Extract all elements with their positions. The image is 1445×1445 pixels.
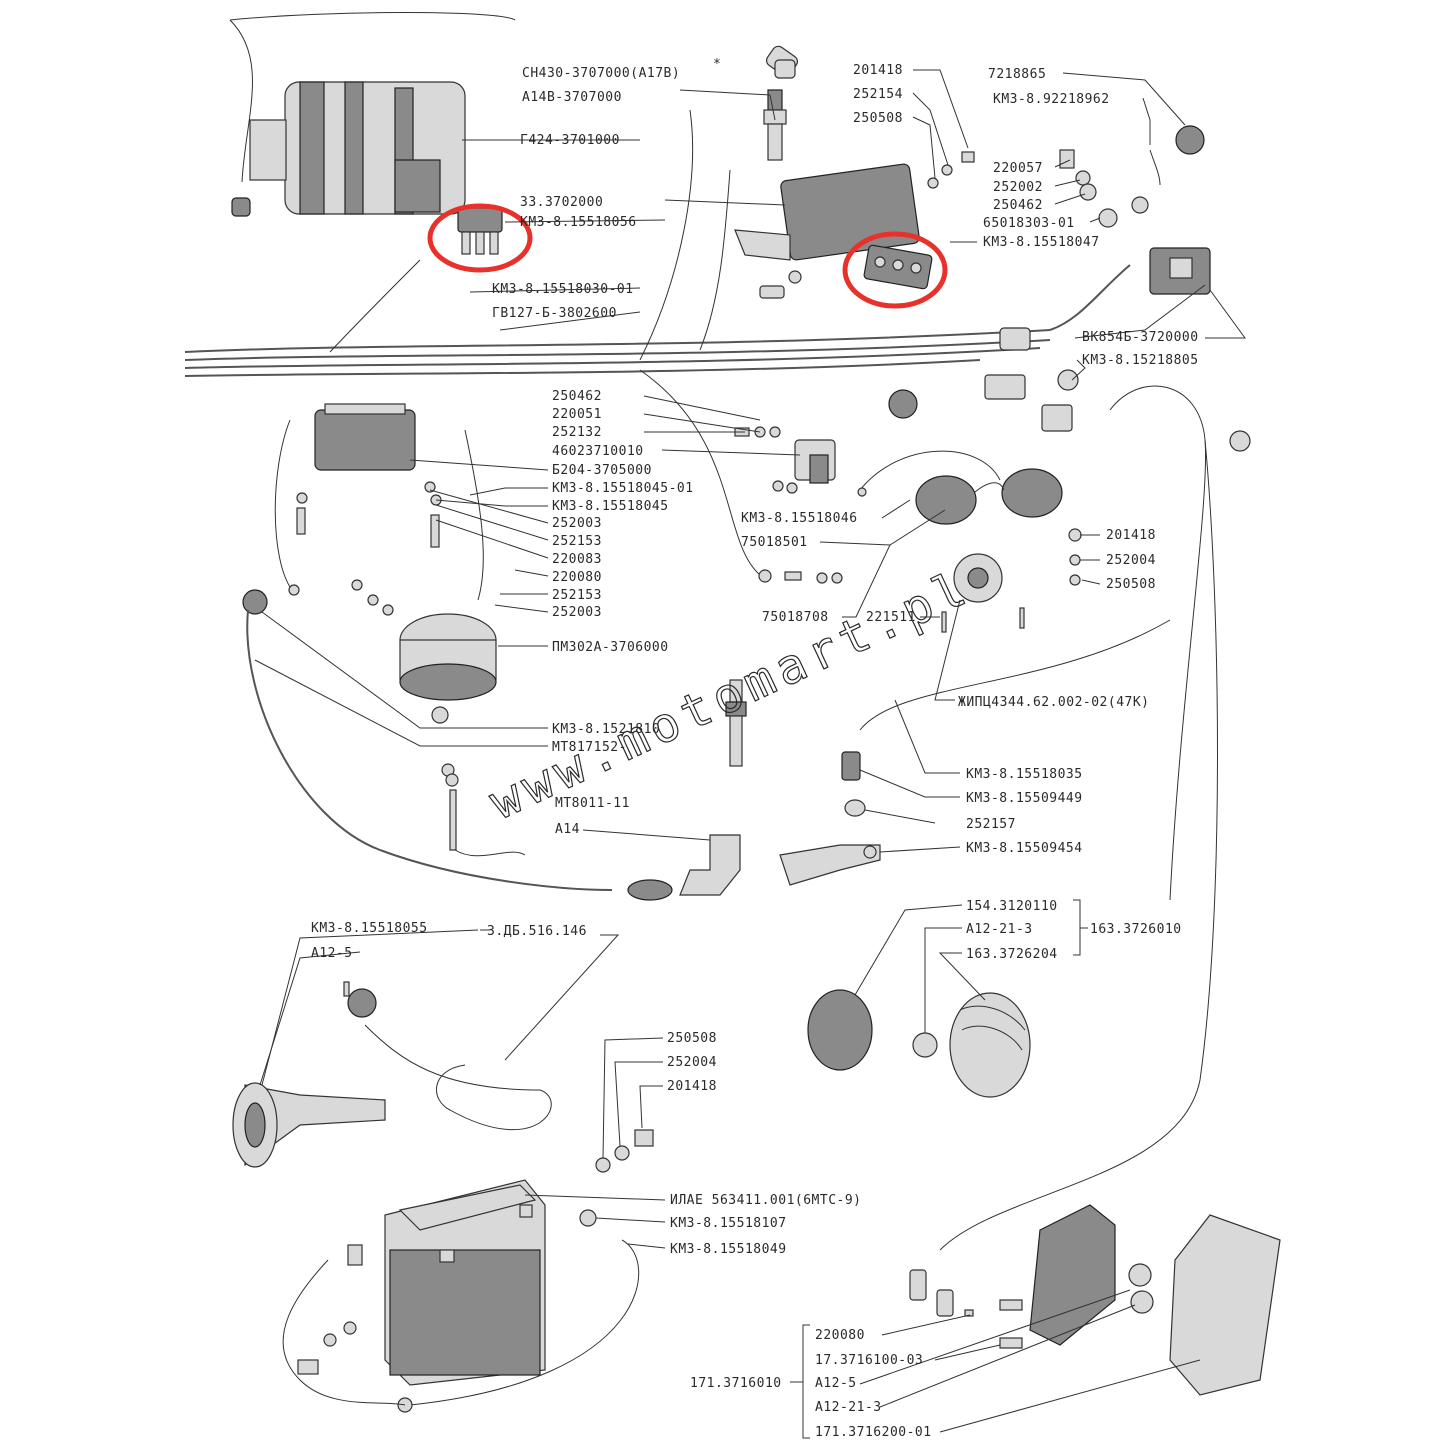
leader-lines	[254, 69, 1246, 1439]
label-pm302: ПМ302А-3706000	[552, 640, 669, 655]
label-mt817152: МТ817152-	[552, 740, 627, 755]
label-221511: 221511	[866, 610, 916, 625]
label-kmz-15509449: КМЗ-8.15509449	[966, 791, 1083, 806]
tail-light-part	[909, 1204, 1281, 1396]
label-163-3726204: 163.3726204	[966, 947, 1058, 962]
label-kmz-15518055: КМЗ-8.15518055	[311, 921, 428, 936]
label-7218865: 7218865	[988, 67, 1046, 82]
label-201418-top: 201418	[853, 63, 903, 78]
label-250508-mid: 250508	[1106, 577, 1156, 592]
label-mt8011: МТ8011-11	[555, 796, 630, 811]
label-252153-b: 252153	[552, 588, 602, 603]
label-a14: А14	[555, 822, 580, 837]
label-250462-mid: 250462	[552, 389, 602, 404]
label-252003-b: 252003	[552, 605, 602, 620]
label-75018501: 75018501	[741, 535, 808, 550]
label-a14v: А14В-3707000	[522, 90, 622, 105]
label-252132: 252132	[552, 425, 602, 440]
label-33-3702000: 33.3702000	[520, 195, 603, 210]
label-ilae: ИЛАЕ 563411.001(6МТС-9)	[670, 1193, 862, 1208]
breaker-points-part	[351, 579, 497, 724]
hardware-cluster-battery	[595, 1129, 654, 1173]
label-252153-a: 252153	[552, 534, 602, 549]
label-a12-5-b: А12-5	[815, 1376, 857, 1391]
label-g424: Г424-3701000	[520, 133, 620, 148]
ht-lead-part	[242, 589, 613, 891]
label-kmz-15518047: КМЗ-8.15518047	[983, 235, 1100, 250]
label-sn430: СН430-3707000(А17В)	[522, 66, 680, 81]
mt8011-lead-part	[441, 763, 526, 857]
label-250462-top: 250462	[993, 198, 1043, 213]
turn-signal-part	[807, 989, 1031, 1098]
label-252004-mid: 252004	[1106, 553, 1156, 568]
label-kmz-15509454: КМЗ-8.15509454	[966, 841, 1083, 856]
harness-plugs-right	[888, 327, 1251, 1251]
label-kmz-15518056: КМЗ-8.15518056	[520, 215, 637, 230]
socket-part	[859, 528, 1171, 731]
label-252003-a: 252003	[552, 516, 602, 531]
label-b204: Б204-3705000	[552, 463, 652, 478]
label-3db-516-146: 3.ДБ.516.146	[487, 924, 587, 939]
label-154-3120110: 154.3120110	[966, 899, 1058, 914]
hardware-cluster-top-right	[927, 125, 1211, 295]
label-a12-5-a: А12-5	[311, 946, 353, 961]
connector-kmz-15518056	[427, 203, 533, 273]
battery-part	[282, 1179, 640, 1413]
label-gv127: ГВ127-Б-3802600	[492, 306, 617, 321]
label-kmz-92218962: КМЗ-8.92218962	[993, 92, 1110, 107]
highlight-circle-right	[842, 231, 948, 309]
label-a12-21-3-b: А12-21-3	[815, 1400, 882, 1415]
main-wiring-harness	[184, 12, 1131, 576]
label-a12-21-3-a: А12-21-3	[966, 922, 1033, 937]
label-75018708: 75018708	[762, 610, 829, 625]
label-kmz-15518045: КМЗ-8.15518045	[552, 499, 669, 514]
label-201418-mid: 201418	[1106, 528, 1156, 543]
label-220080-a: 220080	[552, 570, 602, 585]
label-252004-low: 252004	[667, 1055, 717, 1070]
switch-part	[734, 426, 836, 494]
label-kmz-15518046: КМЗ-8.15518046	[741, 511, 858, 526]
label-252154: 252154	[853, 87, 903, 102]
label-220083: 220083	[552, 552, 602, 567]
label-kmz-15518107: КМЗ-8.15518107	[670, 1216, 787, 1231]
label-kmz-15218805: КМЗ-8.15218805	[1082, 353, 1199, 368]
label-46023710010: 46023710010	[552, 444, 644, 459]
label-250508-top: 250508	[853, 111, 903, 126]
label-250508-low: 250508	[667, 1031, 717, 1046]
label-171-3716010: 171.3716010	[690, 1376, 782, 1391]
label-220051: 220051	[552, 407, 602, 422]
label-65018303: 65018303-01	[983, 216, 1075, 231]
label-zhipts: ЖИПЦ4344.62.002-02(47К)	[958, 695, 1150, 710]
label-kmz-15518030: КМЗ-8.15518030-01	[492, 282, 634, 297]
label-252157: 252157	[966, 817, 1016, 832]
highlight-circle-left	[427, 203, 533, 273]
label-kmz-15518049: КМЗ-8.15518049	[670, 1242, 787, 1257]
label-kmz-15518045-01: КМЗ-8.15518045-01	[552, 481, 694, 496]
lead-clip-part	[758, 569, 843, 584]
label-163-3726010: 163.3726010	[1090, 922, 1182, 937]
rubber-caps-part	[857, 450, 1063, 525]
label-kmz-15518035: КМЗ-8.15518035	[966, 767, 1083, 782]
label-252002: 252002	[993, 180, 1043, 195]
generator-part	[231, 81, 466, 217]
label-asterisk: *	[713, 57, 721, 72]
label-201418-low: 201418	[667, 1079, 717, 1094]
part-labels: СН430-3707000(А17В) * А14В-3707000 Г424-…	[311, 57, 1199, 1440]
label-17-3716100: 17.3716100-03	[815, 1353, 923, 1368]
label-171-3716200: 171.3716200-01	[815, 1425, 932, 1440]
label-220080-b: 220080	[815, 1328, 865, 1343]
neutral-sensor-part	[779, 751, 881, 886]
label-220057: 220057	[993, 161, 1043, 176]
spark-plug-part	[763, 45, 799, 161]
ignition-coil-part	[274, 403, 484, 601]
label-kmz-1521810: КМЗ-8.1521810	[552, 722, 660, 737]
spark-plug-lower-part	[627, 679, 747, 901]
connector-kmz-15518047	[842, 231, 948, 309]
label-vk854: ВК854Б-3720000	[1082, 330, 1199, 345]
horn-part	[232, 981, 552, 1168]
